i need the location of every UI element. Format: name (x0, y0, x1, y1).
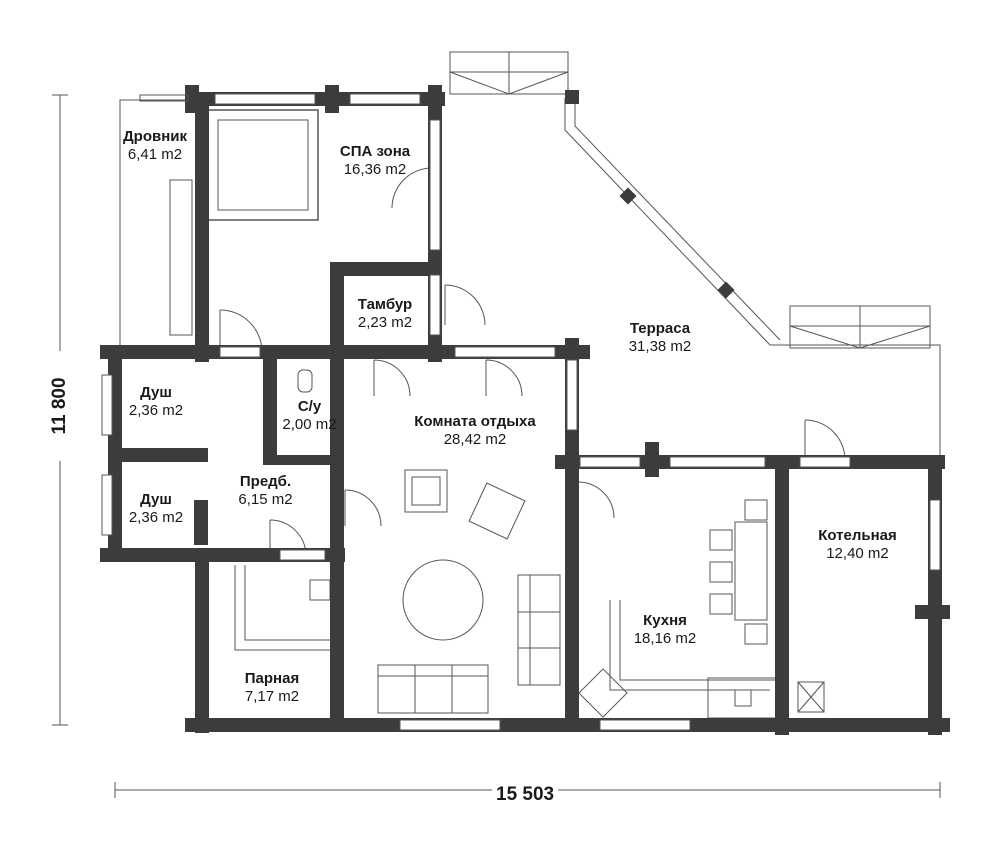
room-name: Терраса (629, 320, 691, 337)
dimension-width: 15 503 (492, 784, 559, 806)
dimension-height: 11 800 (49, 351, 71, 461)
room-name: С/у (297, 398, 322, 415)
room-name: Тамбур (357, 296, 413, 313)
room-area: 16,36 m2 (343, 161, 407, 178)
room-lounge: Комната отдыха 28,42 m2 (390, 413, 560, 449)
room-vestibule: Тамбур 2,23 m2 (340, 296, 430, 332)
room-name: Предб. (239, 473, 292, 490)
room-name: Парная (244, 670, 300, 687)
room-area: 18,16 m2 (633, 630, 697, 647)
room-name: СПА зона (339, 143, 411, 160)
room-name: Комната отдыха (414, 413, 536, 430)
room-name: Душ (140, 491, 172, 508)
room-area: 6,15 m2 (238, 491, 293, 508)
room-name: Душ (140, 384, 172, 401)
room-area: 2,00 m2 (282, 416, 337, 433)
room-shower-2: Душ 2,36 m2 (115, 491, 197, 527)
room-anteroom: Предб. 6,15 m2 (218, 473, 313, 509)
room-name: Котельная (818, 527, 897, 544)
room-wc: С/у 2,00 m2 (272, 398, 347, 434)
room-area: 2,36 m2 (128, 402, 184, 419)
room-area: 31,38 m2 (628, 338, 692, 355)
room-area: 28,42 m2 (443, 431, 507, 448)
room-area: 12,40 m2 (826, 545, 889, 562)
room-spa: СПА зона 16,36 m2 (320, 143, 430, 179)
room-shower-1: Душ 2,36 m2 (115, 384, 197, 420)
room-boiler: Котельная 12,40 m2 (795, 527, 920, 563)
room-name: Дровник (122, 128, 188, 145)
room-area: 7,17 m2 (244, 688, 300, 705)
room-area: 2,36 m2 (128, 509, 184, 526)
room-kitchen: Кухня 18,16 m2 (615, 612, 715, 648)
room-area: 6,41 m2 (127, 146, 183, 163)
room-woodshed: Дровник 6,41 m2 (105, 128, 205, 164)
room-terrace: Терраса 31,38 m2 (605, 320, 715, 356)
room-name: Кухня (643, 612, 687, 629)
room-sauna: Парная 7,17 m2 (222, 670, 322, 706)
room-area: 2,23 m2 (357, 314, 413, 331)
